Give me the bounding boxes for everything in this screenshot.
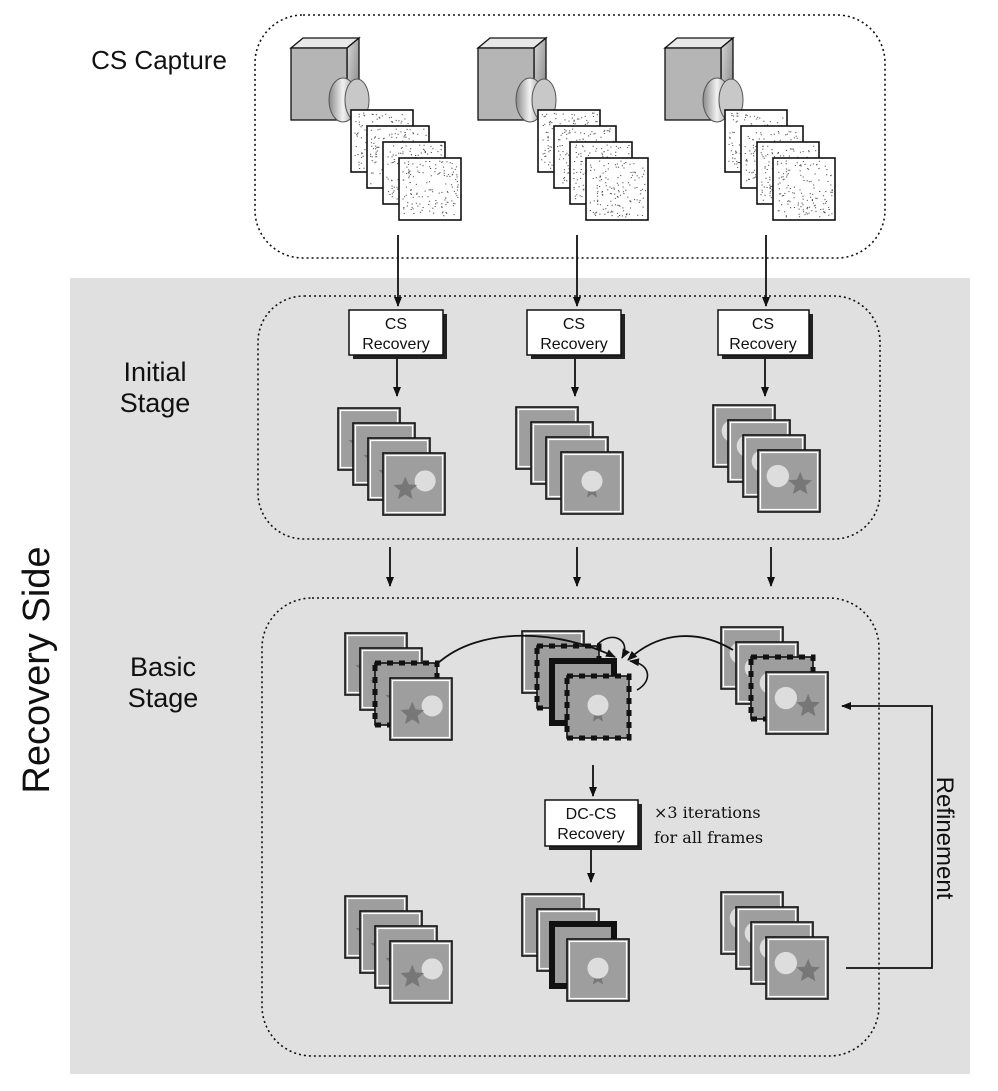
basic-stage-curved-arrows [436,634,734,691]
frame-stacks [337,404,829,1004]
curve-right-to-center [627,635,734,661]
recovered-frame-icon [757,449,821,513]
initial-stage-title-line1: Initial [123,357,186,387]
recovery-to-frames-arrows [393,359,769,397]
capture-container [254,14,886,259]
star-shape [400,701,425,724]
recovery-side-title: Recovery Side [16,546,58,793]
measurement-frame-icon [398,157,462,221]
recovery-side-panel [70,278,970,1074]
circle-shape [587,957,609,979]
basic-stage-container [261,597,880,1057]
curve-left-to-center [436,634,616,665]
recovered-frame-icon [564,673,632,741]
recovered-frame-icon [566,938,630,1002]
circle-shape [774,686,798,710]
cs-recovery-box-1-line2: Recovery [362,336,430,353]
star-shape [796,693,820,717]
star-shape [393,476,418,499]
refinement-label: Refinement [931,777,958,900]
capture-to-recovery-arrows [394,235,770,307]
recovered-frame-icon [560,451,624,515]
measurement-frame-icon [585,157,649,221]
cs-recovery-box-3: CS Recovery [717,309,813,359]
circle-shape [414,470,436,492]
recovered-frame-icon [389,677,453,741]
cs-recovery-box-2: CS Recovery [526,309,625,359]
recovered-frame-icon [765,671,829,735]
recovered-frame-icon [382,452,446,516]
cs-recovery-box-1: CS Recovery [348,309,447,359]
cs-recovery-box-2-line2: Recovery [540,336,608,353]
curve-self-top [597,636,630,659]
cs-recovery-box-3-line2: Recovery [729,336,797,353]
cs-recovery-box-1-line1: CS [385,316,407,333]
recovered-frame-icon [765,936,829,1000]
circle-shape [421,695,443,717]
recovered-frame-icon [389,940,453,1004]
iterations-note-line1: ×3 iterations [654,803,761,822]
circle-shape [587,694,609,716]
capture-cameras [289,36,836,221]
measurement-frame-icon [772,157,836,221]
circle-shape [774,951,798,975]
dccs-recovery-box: DC-CS Recovery [544,799,642,850]
basic-stage-title-line1: Basic [130,652,196,682]
star-shape [788,471,812,495]
refinement-loop-arrow [841,702,933,969]
star-shape [796,958,820,982]
initial-stage-title-line2: Stage [120,388,191,418]
cs-recovery-box-2-line1: CS [563,316,585,333]
iterations-note-line2: for all frames [654,828,763,847]
circle-shape [766,464,790,488]
dccs-box-line2: Recovery [557,826,625,843]
basic-stage-title-line2: Stage [128,683,199,713]
initial-stage-container [257,295,881,540]
cs-recovery-box-3-line1: CS [752,316,774,333]
camera-icon [289,36,370,123]
circle-shape [421,958,443,980]
capture-title: CS Capture [91,45,227,75]
dccs-box-line1: DC-CS [566,806,617,823]
initial-to-basic-arrows [386,547,775,587]
circle-shape [581,470,603,492]
curve-self-bottom [629,658,649,691]
star-shape [400,964,425,987]
